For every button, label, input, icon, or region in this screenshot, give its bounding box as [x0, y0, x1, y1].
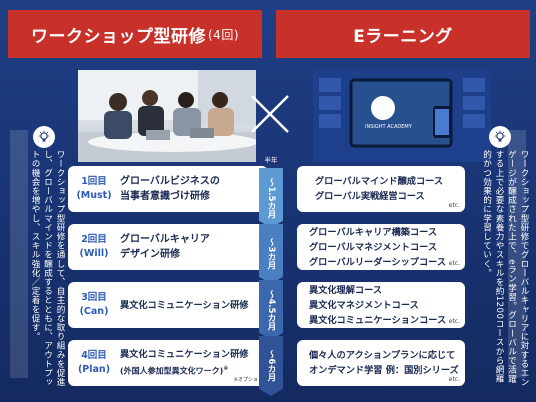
- timeline-step-4: 〜6カ月: [259, 336, 283, 396]
- course-name: 異文化コミュニケーションコース: [309, 314, 447, 326]
- session-card-4: 4回目 (Plan) 異文化コミュニケーション研修 (外国人参加型異文化ワーク)…: [68, 340, 268, 386]
- cross-symbol: ×: [248, 92, 292, 136]
- lightbulb-icon: [33, 126, 55, 148]
- session-title-line1: グローバルビジネスの: [120, 176, 220, 187]
- workshop-header-title: ワークショップ型研修: [31, 26, 206, 47]
- elearning-card-1: グローバルマインド醸成コース グローバル実戦経営コース etc.: [297, 166, 465, 212]
- timeline-step-3: 〜4.5カ月: [259, 280, 283, 340]
- course-name: グローバルマネジメントコース: [309, 241, 438, 253]
- session-title-line1: 異文化コミュニケーション研修: [120, 349, 249, 361]
- elearning-device-image: INSIGHT ACADEMY: [313, 70, 491, 162]
- workshop-header-count: (4回): [208, 27, 239, 42]
- session-number: 3回目: [81, 292, 107, 303]
- session-title-line1: グローバルキャリア: [120, 234, 210, 245]
- session-number: 1回目: [81, 176, 107, 187]
- elearning-card-3: 異文化理解コース 異文化マネジメントコース 異文化コミュニケーションコース et…: [297, 282, 465, 328]
- elearning-card-2: グローバルキャリア構築コース グローバルマネジメントコース グローバルリーダーシ…: [297, 224, 465, 270]
- session-card-1: 1回目 (Must) グローバルビジネスの 当事者意識づけ研修: [68, 166, 268, 212]
- timeline-step-2: 〜3カ月: [259, 224, 283, 284]
- elearning-card-4: 個々人のアクションプランに応じて オンデマンド学習 例：国別シリーズ etc.: [297, 340, 465, 386]
- etc-label: etc.: [448, 376, 460, 383]
- course-name: グローバル実戦経営コース: [315, 191, 425, 202]
- course-name: グローバルリーダーシップコース: [309, 256, 447, 268]
- elearning-description: ワークショップ型研修でグローバルキャリアに対するエンゲージが醸成された上で、eラ…: [481, 150, 530, 387]
- etc-label: etc.: [448, 202, 460, 209]
- etc-label: etc.: [448, 260, 460, 267]
- workshop-header: ワークショップ型研修 (4回): [8, 10, 262, 58]
- course-name: オンデマンド学習 例：国別シリーズ: [309, 365, 459, 376]
- session-title-line2: デザイン研修: [120, 249, 180, 260]
- session-card-2: 2回目 (Will) グローバルキャリア デザイン研修: [68, 224, 268, 270]
- course-name: グローバルキャリア構築コース: [309, 226, 438, 238]
- course-name: グローバルマインド醸成コース: [315, 176, 444, 187]
- course-name: 異文化マネジメントコース: [309, 299, 419, 311]
- session-number: 2回目: [81, 234, 107, 245]
- etc-label: etc.: [448, 318, 460, 325]
- session-title-line2: (外国人参加型異文化ワーク): [120, 366, 224, 376]
- elearning-header: Eラーニング: [276, 10, 530, 58]
- session-note-mark: ※: [223, 366, 229, 373]
- lightbulb-icon: [489, 126, 511, 148]
- session-tag: (Must): [76, 190, 112, 201]
- session-tag: (Plan): [77, 364, 111, 375]
- course-name: 個々人のアクションプランに応じて: [309, 350, 456, 361]
- elearning-header-title: Eラーニング: [353, 26, 453, 47]
- timeline-label: 半年: [260, 154, 282, 166]
- timeline-step-1: 〜1.5カ月: [259, 168, 283, 228]
- session-card-3: 3回目 (Can) 異文化コミュニケーション研修: [68, 282, 268, 328]
- workshop-description: ワークショップ型研修を通して、自主的な取り組みを促進し、グローバルマインドを醸成…: [30, 150, 65, 387]
- right-side-bar: [508, 130, 526, 378]
- workshop-photo: [78, 70, 256, 162]
- option-note: ※オプション: [233, 377, 263, 383]
- screen-brand: INSIGHT ACADEMY: [365, 124, 412, 130]
- session-tag: (Will): [79, 248, 109, 259]
- left-side-bar: [10, 130, 28, 378]
- session-title-line1: 異文化コミュニケーション研修: [120, 299, 249, 311]
- session-title-line2: 当事者意識づけ研修: [120, 191, 210, 202]
- session-tag: (Can): [79, 306, 109, 317]
- course-name: 異文化理解コース: [309, 284, 383, 296]
- session-number: 4回目: [81, 350, 107, 361]
